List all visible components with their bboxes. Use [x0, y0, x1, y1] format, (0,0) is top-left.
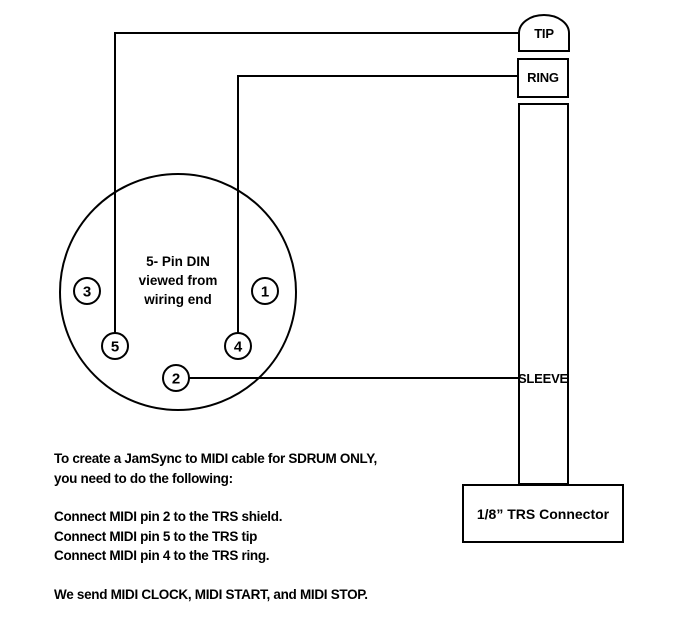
instructions-footer: We send MIDI CLOCK, MIDI START, and MIDI…	[54, 586, 368, 602]
trs-connector-label: 1/8” TRS Connector	[477, 506, 610, 522]
instruction-step-2: Connect MIDI pin 5 to the TRS tip	[54, 528, 258, 544]
trs-tip-shape	[518, 14, 570, 52]
instructions-text: To create a JamSync to MIDI cable for SD…	[54, 449, 434, 604]
trs-ring-shape	[517, 58, 569, 98]
trs-tip-label: TIP	[534, 26, 554, 41]
instruction-step-1: Connect MIDI pin 2 to the TRS shield.	[54, 509, 283, 524]
din-label-line-3: wiring end	[143, 292, 212, 307]
wire-pin5-to-tip	[114, 32, 520, 333]
din-pin-4-circle	[224, 332, 252, 360]
din-pin-1-number: 1	[261, 284, 269, 301]
din-pin-4-number: 4	[234, 339, 243, 356]
instructions-intro-line-1: To create a JamSync to MIDI cable for SD…	[54, 451, 377, 466]
trs-connector-box	[462, 484, 624, 543]
din-pin-5-circle	[101, 332, 129, 360]
wire-pin4-to-ring	[237, 75, 518, 333]
din-pin-2-circle	[162, 364, 190, 392]
din-label-line-2: viewed from	[139, 273, 218, 288]
trs-sleeve-shape	[518, 103, 569, 485]
trs-ring-label: RING	[527, 70, 559, 85]
instructions-intro-line-2: you need to do the following:	[54, 470, 233, 486]
din-label-line-1: 5- Pin DIN	[146, 254, 210, 269]
din-pin-5-number: 5	[111, 339, 119, 356]
instruction-step-3: Connect MIDI pin 4 to the TRS ring.	[54, 548, 270, 563]
din-pin-3-circle	[73, 277, 101, 305]
din-pin-3-number: 3	[83, 284, 91, 301]
din-pin-1-circle	[251, 277, 279, 305]
din-pin-2-number: 2	[172, 371, 180, 388]
trs-sleeve-label: SLEEVE	[518, 371, 569, 386]
din-connector-circle	[59, 173, 297, 411]
